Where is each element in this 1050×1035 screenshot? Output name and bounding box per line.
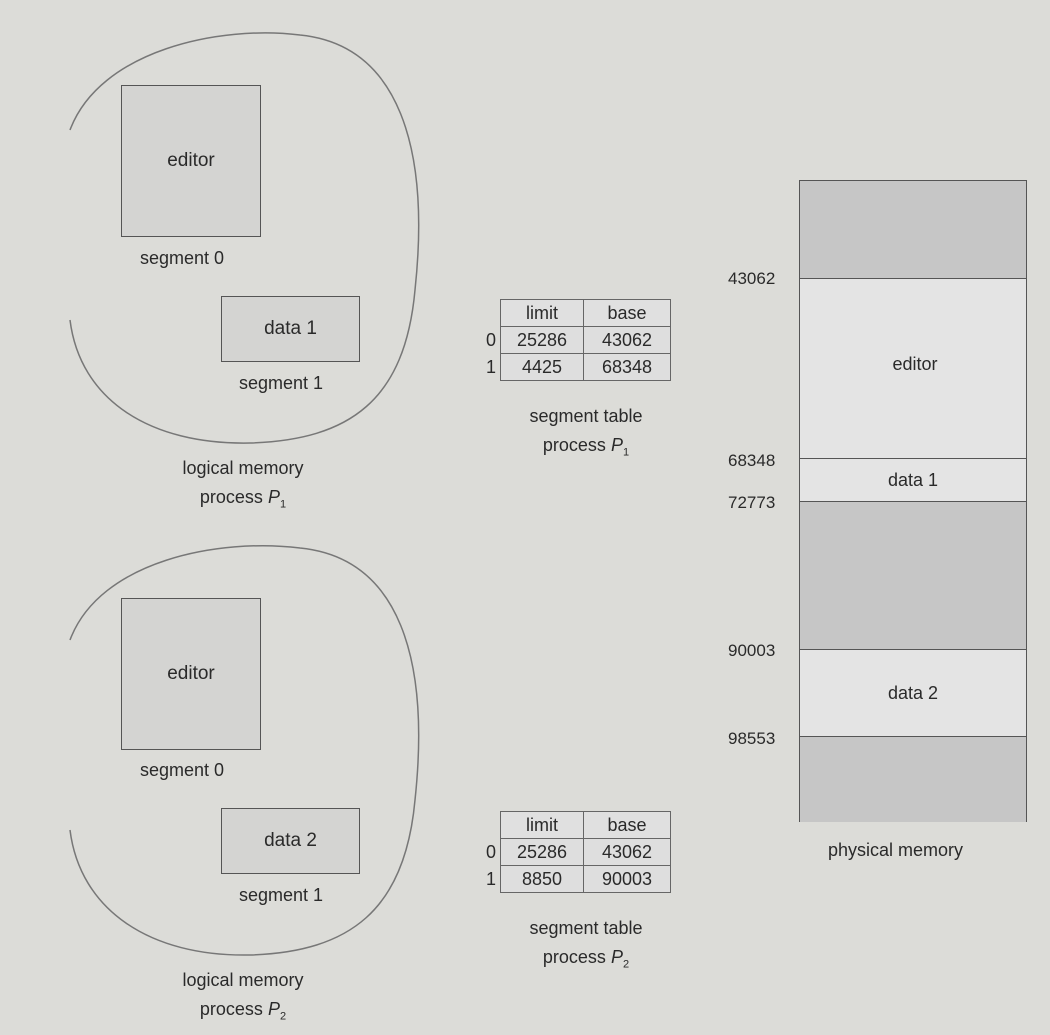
p1-table-caption: segment table process P1 xyxy=(529,406,643,459)
table-row: 1 4425 68348 xyxy=(474,353,671,381)
physical-memory: editor data 1 data 2 xyxy=(799,180,1027,822)
process2-outline xyxy=(69,545,420,956)
phys-free-block xyxy=(800,180,1026,278)
address-label: 43062 xyxy=(728,269,776,288)
p1-seg0-label: segment 0 xyxy=(140,248,225,268)
p1-table-header-limit: limit xyxy=(500,299,584,327)
address-label: 72773 xyxy=(728,493,776,512)
p2-seg1-label: segment 1 xyxy=(239,885,324,905)
process1-outline xyxy=(69,32,420,444)
address-label: 98553 xyxy=(728,729,776,748)
p1-segment-table: limit base 0 25286 43062 1 4425 68348 xyxy=(474,299,671,381)
p1-seg1-label: segment 1 xyxy=(239,373,324,393)
table-row: 1 8850 90003 xyxy=(474,865,671,893)
p1-caption-line2: process P1 xyxy=(199,487,287,511)
p2-seg0-label: segment 0 xyxy=(140,760,225,780)
phys-block-editor: editor xyxy=(800,278,1026,458)
p1-logical-caption: logical memory process P1 xyxy=(143,454,343,520)
phys-free-block xyxy=(800,736,1026,822)
address-label: 68348 xyxy=(728,451,776,470)
p1-seg1-name: data 1 xyxy=(264,318,317,339)
p2-table-header-limit: limit xyxy=(500,811,584,839)
p2-table-header-base: base xyxy=(583,811,671,839)
table-row: 0 25286 43062 xyxy=(474,838,671,866)
p2-segment0-editor: editor xyxy=(121,598,261,750)
p1-table-header-base: base xyxy=(583,299,671,327)
p1-segment1-data: data 1 xyxy=(221,296,360,362)
p2-seg0-name: editor xyxy=(167,663,215,684)
p1-segment0-editor: editor xyxy=(121,85,261,237)
p1-caption-line1: logical memory xyxy=(182,458,304,478)
address-label: 90003 xyxy=(728,641,776,660)
p1-seg0-name: editor xyxy=(167,150,215,171)
physical-memory-caption: physical memory xyxy=(828,840,964,860)
p2-segment-table: limit base 0 25286 43062 1 8850 90003 xyxy=(474,811,671,893)
phys-block-data2: data 2 xyxy=(800,649,1026,736)
phys-free-block xyxy=(800,501,1026,649)
p2-logical-caption: logical memory process P2 xyxy=(182,970,304,1023)
p2-table-caption: segment table process P2 xyxy=(529,918,643,971)
table-row: 0 25286 43062 xyxy=(474,326,671,354)
p2-seg1-name: data 2 xyxy=(264,830,317,851)
p2-segment1-data: data 2 xyxy=(221,808,360,874)
phys-block-data1: data 1 xyxy=(800,458,1026,501)
